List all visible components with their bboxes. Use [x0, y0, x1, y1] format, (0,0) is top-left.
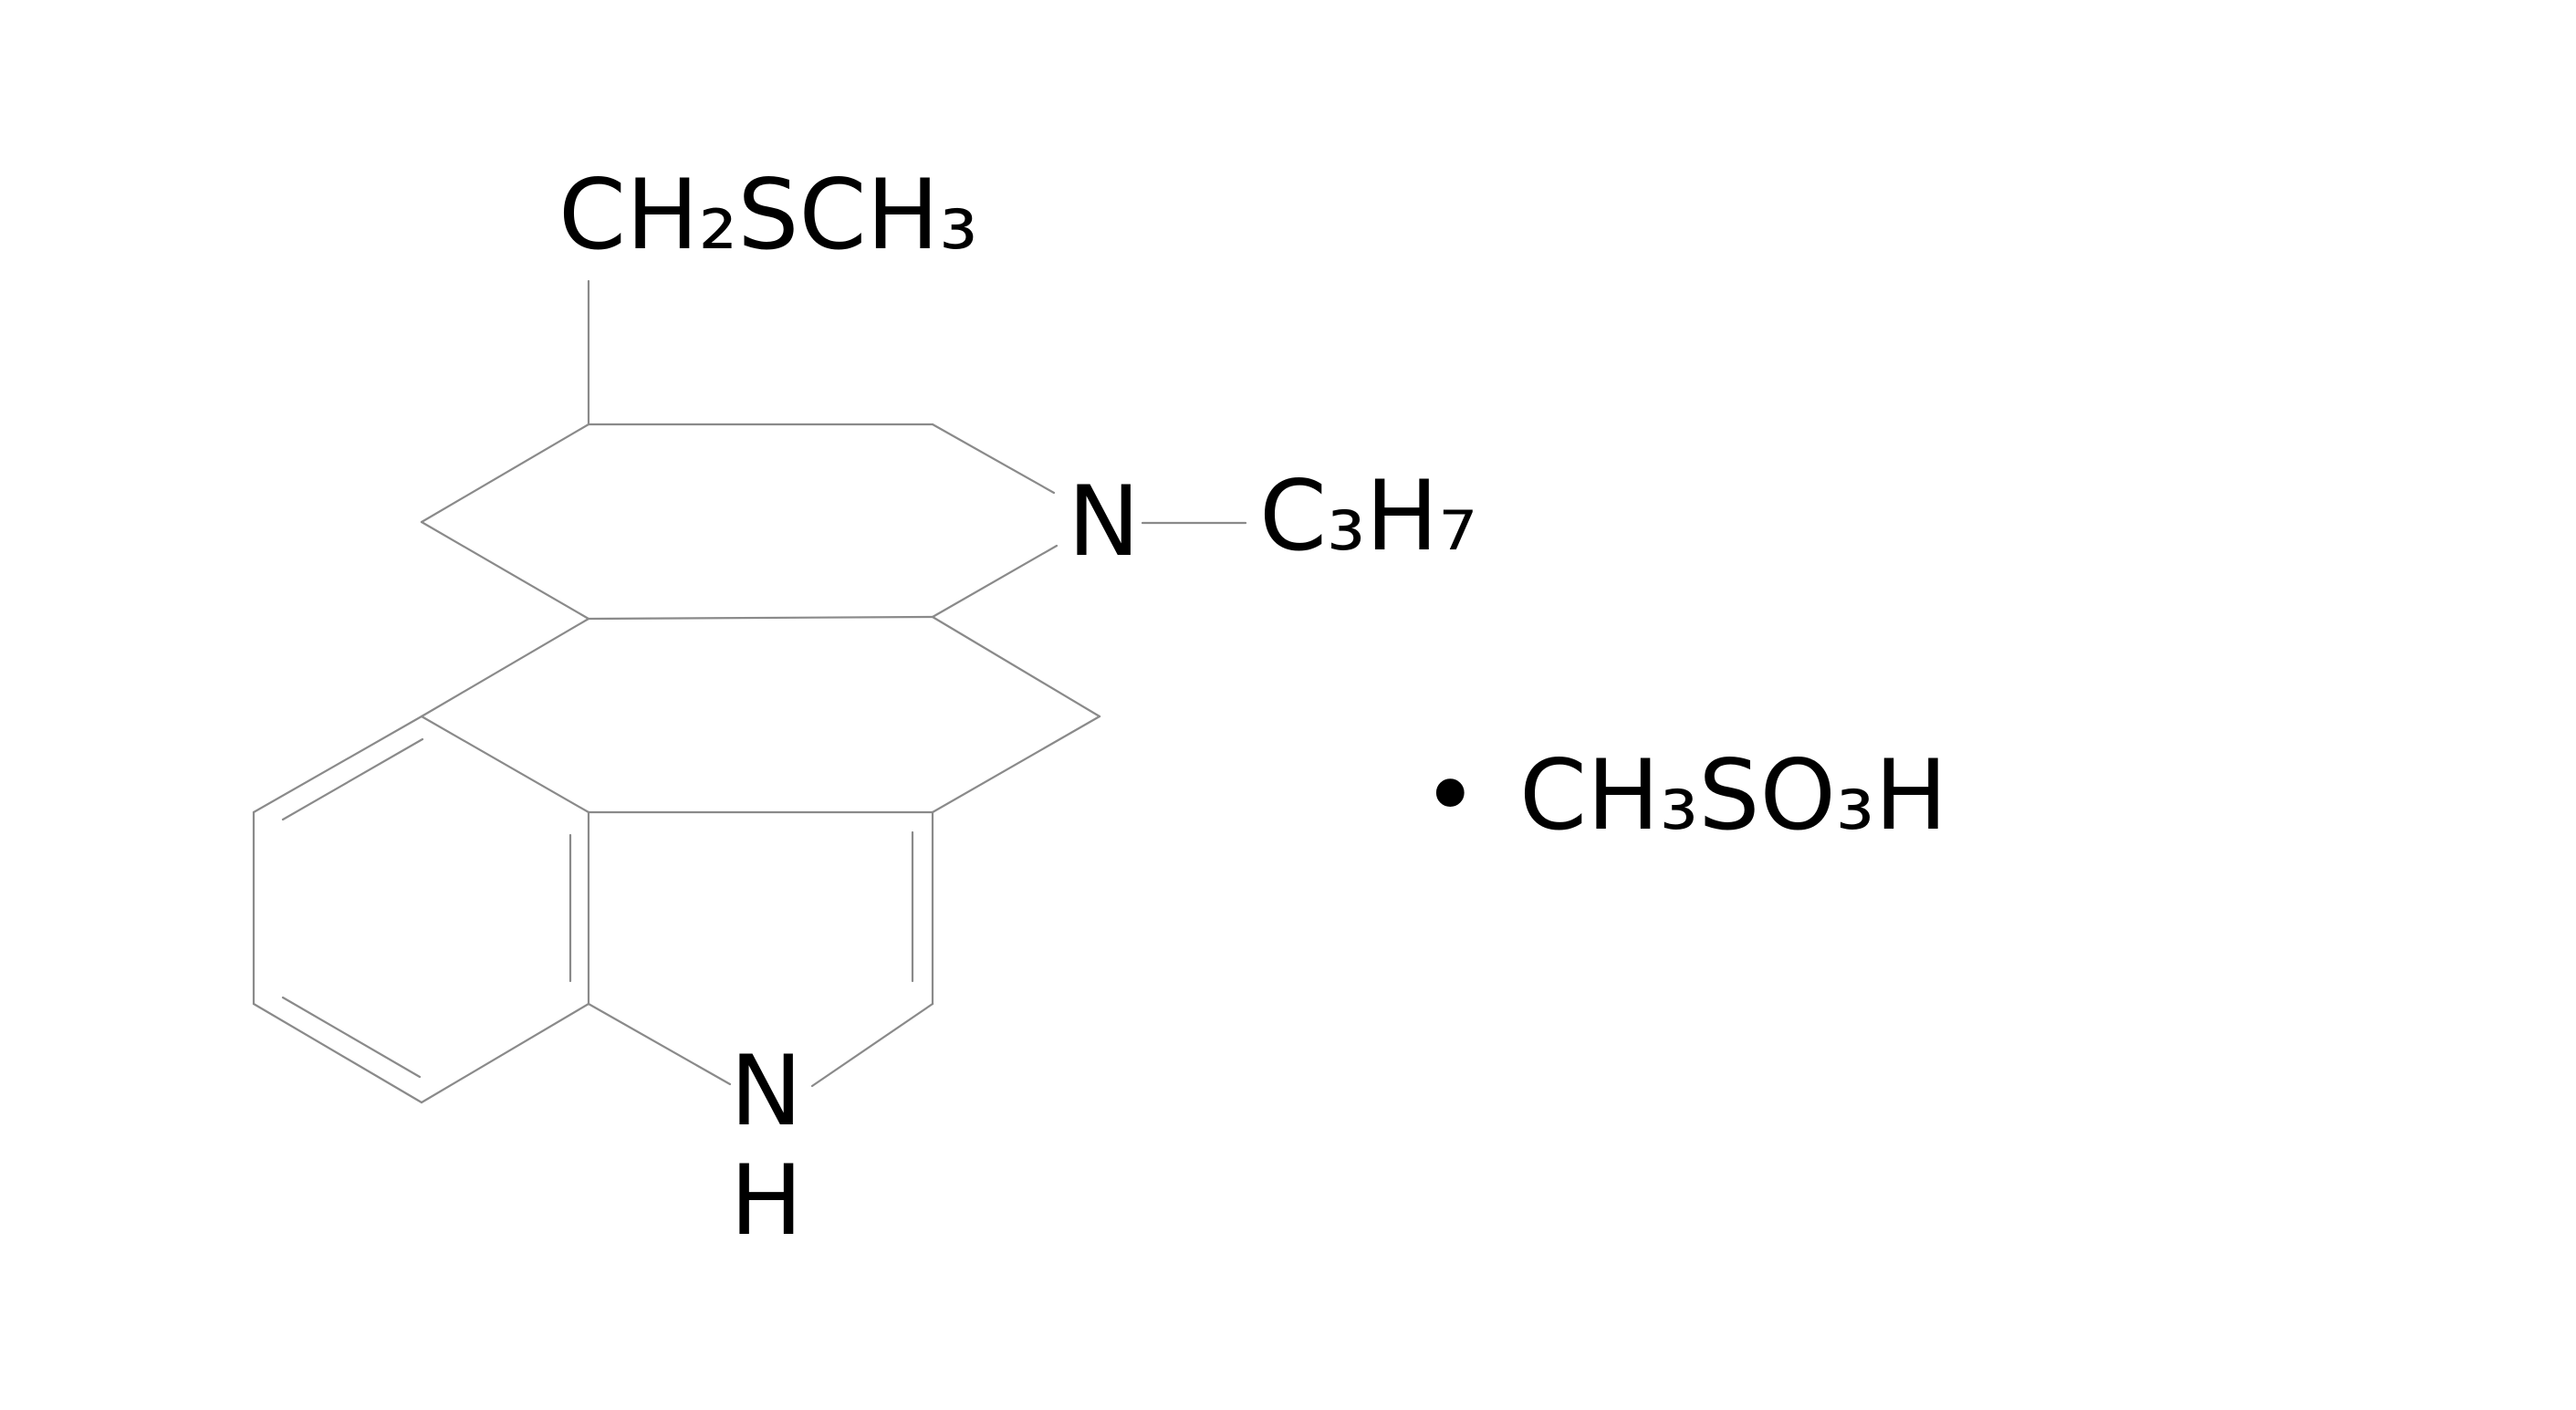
label-indole-h: H: [730, 1144, 803, 1257]
label-propyl: C₃H₇: [1259, 460, 1477, 572]
bond-benz-4: [252, 1002, 423, 1104]
salt-dot: •: [1422, 739, 1479, 851]
label-indole-n: N: [730, 1035, 802, 1147]
bond-mid-left: [420, 617, 590, 718]
bond-ring-middle: [587, 615, 934, 621]
label-ch2sch3: CH₂SCH₃: [558, 159, 978, 271]
bond-ring-left-lower: [420, 520, 590, 621]
label-ring-nitrogen: N: [1068, 465, 1140, 578]
bond-benz-1: [420, 715, 590, 814]
bond-ring-top-right: [931, 423, 1056, 495]
bond-benz-2-inner: [281, 737, 424, 821]
bond-ring-top-left: [420, 423, 590, 524]
bond-pyrrole-right-n: [810, 1002, 934, 1088]
label-salt: CH₃SO₃H: [1519, 739, 1947, 851]
bond-mid-right-down: [931, 715, 1101, 814]
bond-mid-right: [931, 615, 1101, 718]
bonds: [252, 279, 1247, 1104]
bond-benz-2: [252, 715, 423, 814]
bond-benz-5: [420, 1002, 590, 1104]
bond-ring-n-lower: [931, 544, 1059, 619]
bond-benz-4-inner: [281, 996, 422, 1079]
bond-pyrrole-left-n: [587, 1002, 732, 1086]
